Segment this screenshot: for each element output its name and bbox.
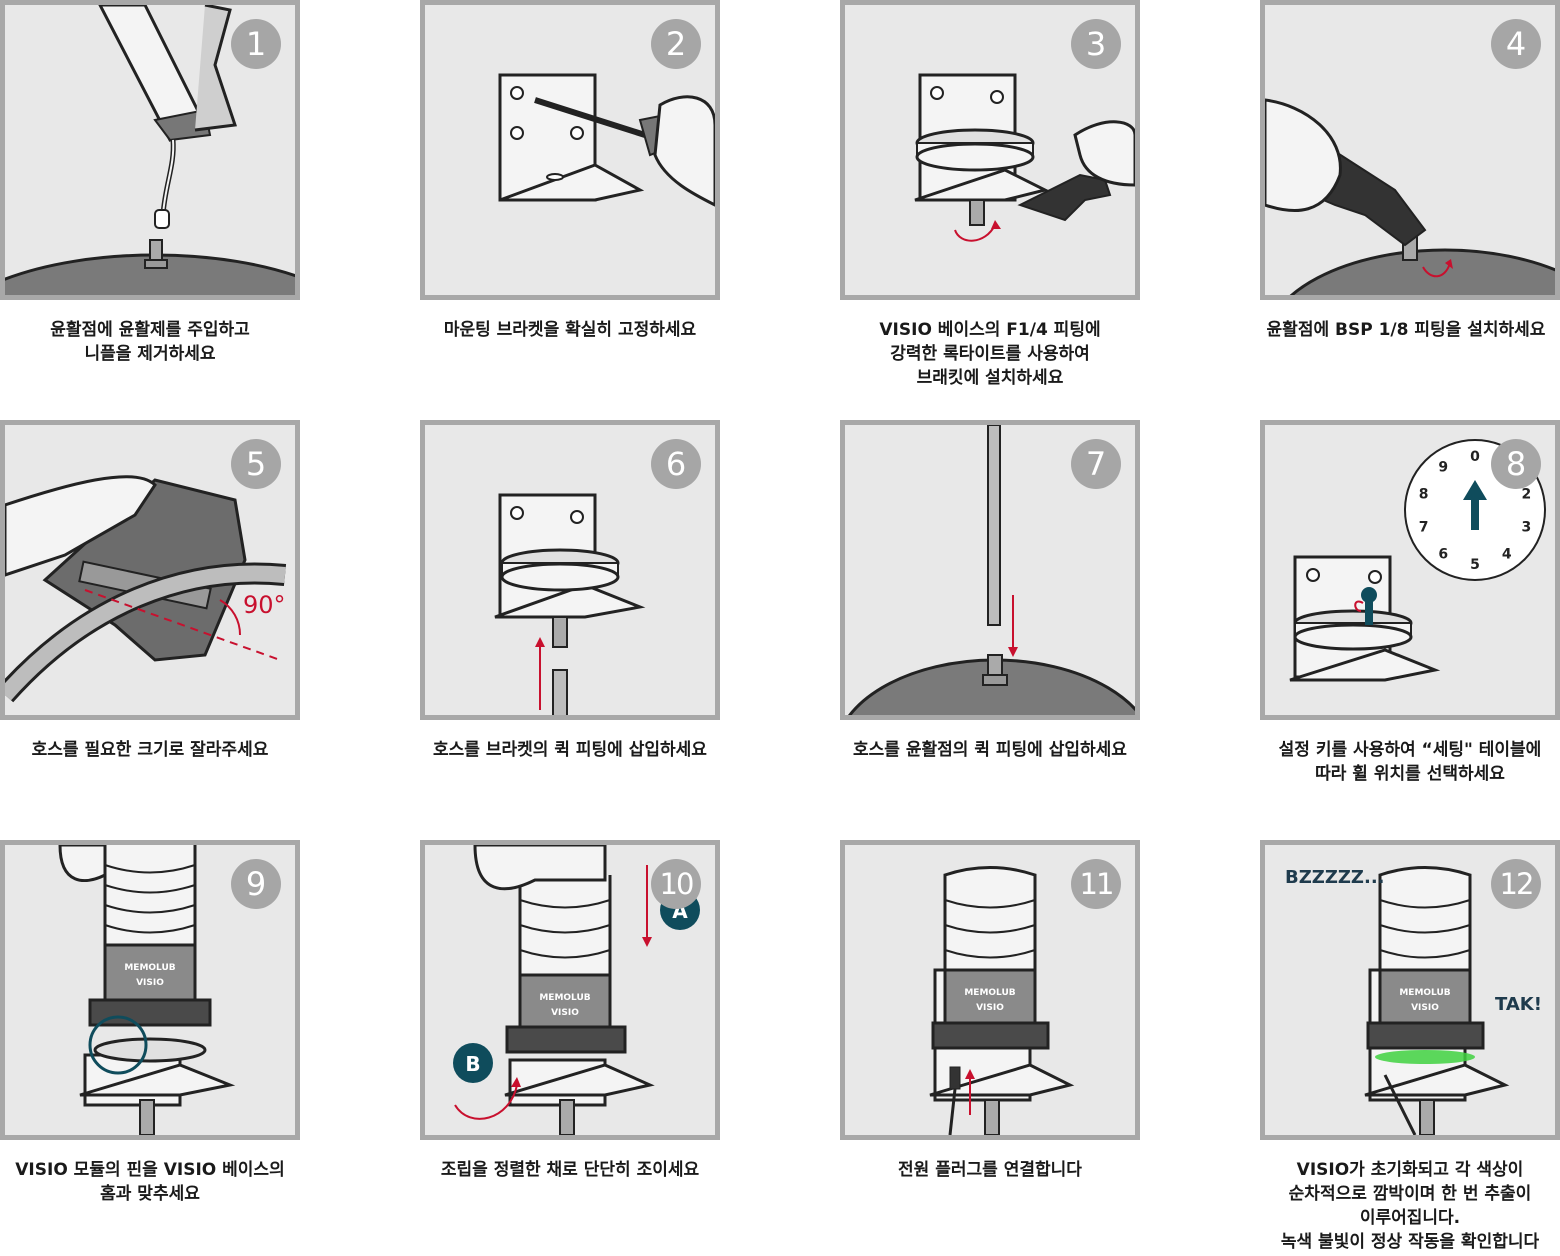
step-2-panel: 2 <box>420 0 720 300</box>
bracket-screwdriver-illustration <box>498 73 715 207</box>
dial-number: 2 <box>1522 486 1532 502</box>
step-5-panel: 90° 5 <box>0 420 300 720</box>
step-8-caption: 설정 키를 사용하여 “세팅" 테이블에 따라 휠 위치를 선택하세요 <box>1278 740 1542 784</box>
step-number-badge: 3 <box>1071 19 1121 69</box>
step-1-caption: 윤활점에 윤활제를 주입하고 니플을 제거하세요 <box>50 320 250 364</box>
dial-number: 7 <box>1419 520 1429 536</box>
step-6-caption: 호스를 브라켓의 퀵 피팅에 삽입하세요 <box>433 740 707 760</box>
green-led-ring <box>1375 1050 1475 1064</box>
dial-number: 9 <box>1438 459 1448 475</box>
model-label: VISIO <box>1411 1003 1439 1013</box>
step-number-badge: 2 <box>651 19 701 69</box>
hose-into-bracket-illustration <box>494 493 646 715</box>
step-number-badge: 7 <box>1071 439 1121 489</box>
sound-start-label: BZZZZZ... <box>1285 867 1385 888</box>
step-3-panel: 3 <box>840 0 1140 300</box>
step-2-caption: 마운팅 브라켓을 확실히 고정하세요 <box>443 320 697 340</box>
step-1-panel: 1 <box>0 0 300 300</box>
model-label: VISIO <box>136 978 164 988</box>
model-label: VISIO <box>976 1003 1004 1013</box>
model-label: VISIO <box>551 1008 579 1018</box>
hose-into-lube-point-illustration <box>848 425 1135 715</box>
step-8-panel: 0123456789 8 <box>1260 420 1560 720</box>
dial-number: 3 <box>1522 520 1532 536</box>
step-10-caption: 조립을 정렬한 채로 단단히 조이세요 <box>440 1160 700 1180</box>
step-9-caption: VISIO 모듈의 핀을 VISIO 베이스의 홈과 맞추세요 <box>15 1160 285 1204</box>
dial-number: 4 <box>1502 547 1512 563</box>
dial-number: 5 <box>1470 557 1480 573</box>
step-number-badge: 10 <box>651 859 701 909</box>
base-wrench-illustration <box>914 73 1135 242</box>
step-11-caption: 전원 플러그를 연결합니다 <box>898 1160 1082 1180</box>
dial-number: 8 <box>1419 486 1429 502</box>
step-number-badge: 6 <box>651 439 701 489</box>
tighten-module-illustration: MEMOLUB VISIO A B <box>453 845 700 1135</box>
step-7-panel: 7 <box>840 420 1140 720</box>
step-number-badge: 11 <box>1071 859 1121 909</box>
step-number-badge: 4 <box>1491 19 1541 69</box>
step-6-panel: 6 <box>420 420 720 720</box>
step-3-caption: VISIO 베이스의 F1/4 피팅에 강력한 록타이트를 사용하여 브래킷에 … <box>879 320 1101 388</box>
power-plug-illustration: MEMOLUB VISIO <box>929 866 1075 1135</box>
dial-number: 6 <box>1438 547 1448 563</box>
brand-label: MEMOLUB <box>1399 988 1450 998</box>
brand-label: MEMOLUB <box>124 963 175 973</box>
step-9-panel: MEMOLUB VISIO 9 <box>0 840 300 1140</box>
step-number-badge: 8 <box>1491 439 1541 489</box>
grease-gun-illustration <box>5 5 295 295</box>
step-number-badge: 12 <box>1491 859 1541 909</box>
step-11-panel: MEMOLUB VISIO 11 <box>840 840 1140 1140</box>
step-number-badge: 9 <box>231 859 281 909</box>
hose-cutter-illustration: 90° <box>5 475 287 703</box>
step-4-panel: 4 <box>1260 0 1560 300</box>
marker-b: B <box>465 1052 480 1076</box>
align-module-illustration: MEMOLUB VISIO <box>58 845 236 1135</box>
initialization-illustration: MEMOLUB VISIO BZZZZZ... TAK! <box>1285 866 1542 1135</box>
brand-label: MEMOLUB <box>539 993 590 1003</box>
step-5-caption: 호스를 필요한 크기로 잘라주세요 <box>31 740 269 760</box>
step-12-caption: VISIO가 초기화되고 각 색상이 순차적으로 깜박이며 한 번 추출이 이루… <box>1280 1160 1540 1252</box>
step-10-panel: MEMOLUB VISIO A B 10 <box>420 840 720 1140</box>
sound-end-label: TAK! <box>1495 994 1542 1015</box>
step-12-panel: MEMOLUB VISIO BZZZZZ... TAK! 12 <box>1260 840 1560 1140</box>
fitting-wrench-illustration <box>1265 98 1555 295</box>
setting-key-illustration: 0123456789 <box>1289 439 1546 682</box>
step-4-caption: 윤활점에 BSP 1/8 피팅을 설치하세요 <box>1266 320 1546 340</box>
step-number-badge: 5 <box>231 439 281 489</box>
brand-label: MEMOLUB <box>964 988 1015 998</box>
dial-number: 0 <box>1470 449 1480 465</box>
step-number-badge: 1 <box>231 19 281 69</box>
angle-label: 90° <box>243 591 286 619</box>
step-7-caption: 호스를 윤활점의 퀵 피팅에 삽입하세요 <box>853 740 1127 760</box>
